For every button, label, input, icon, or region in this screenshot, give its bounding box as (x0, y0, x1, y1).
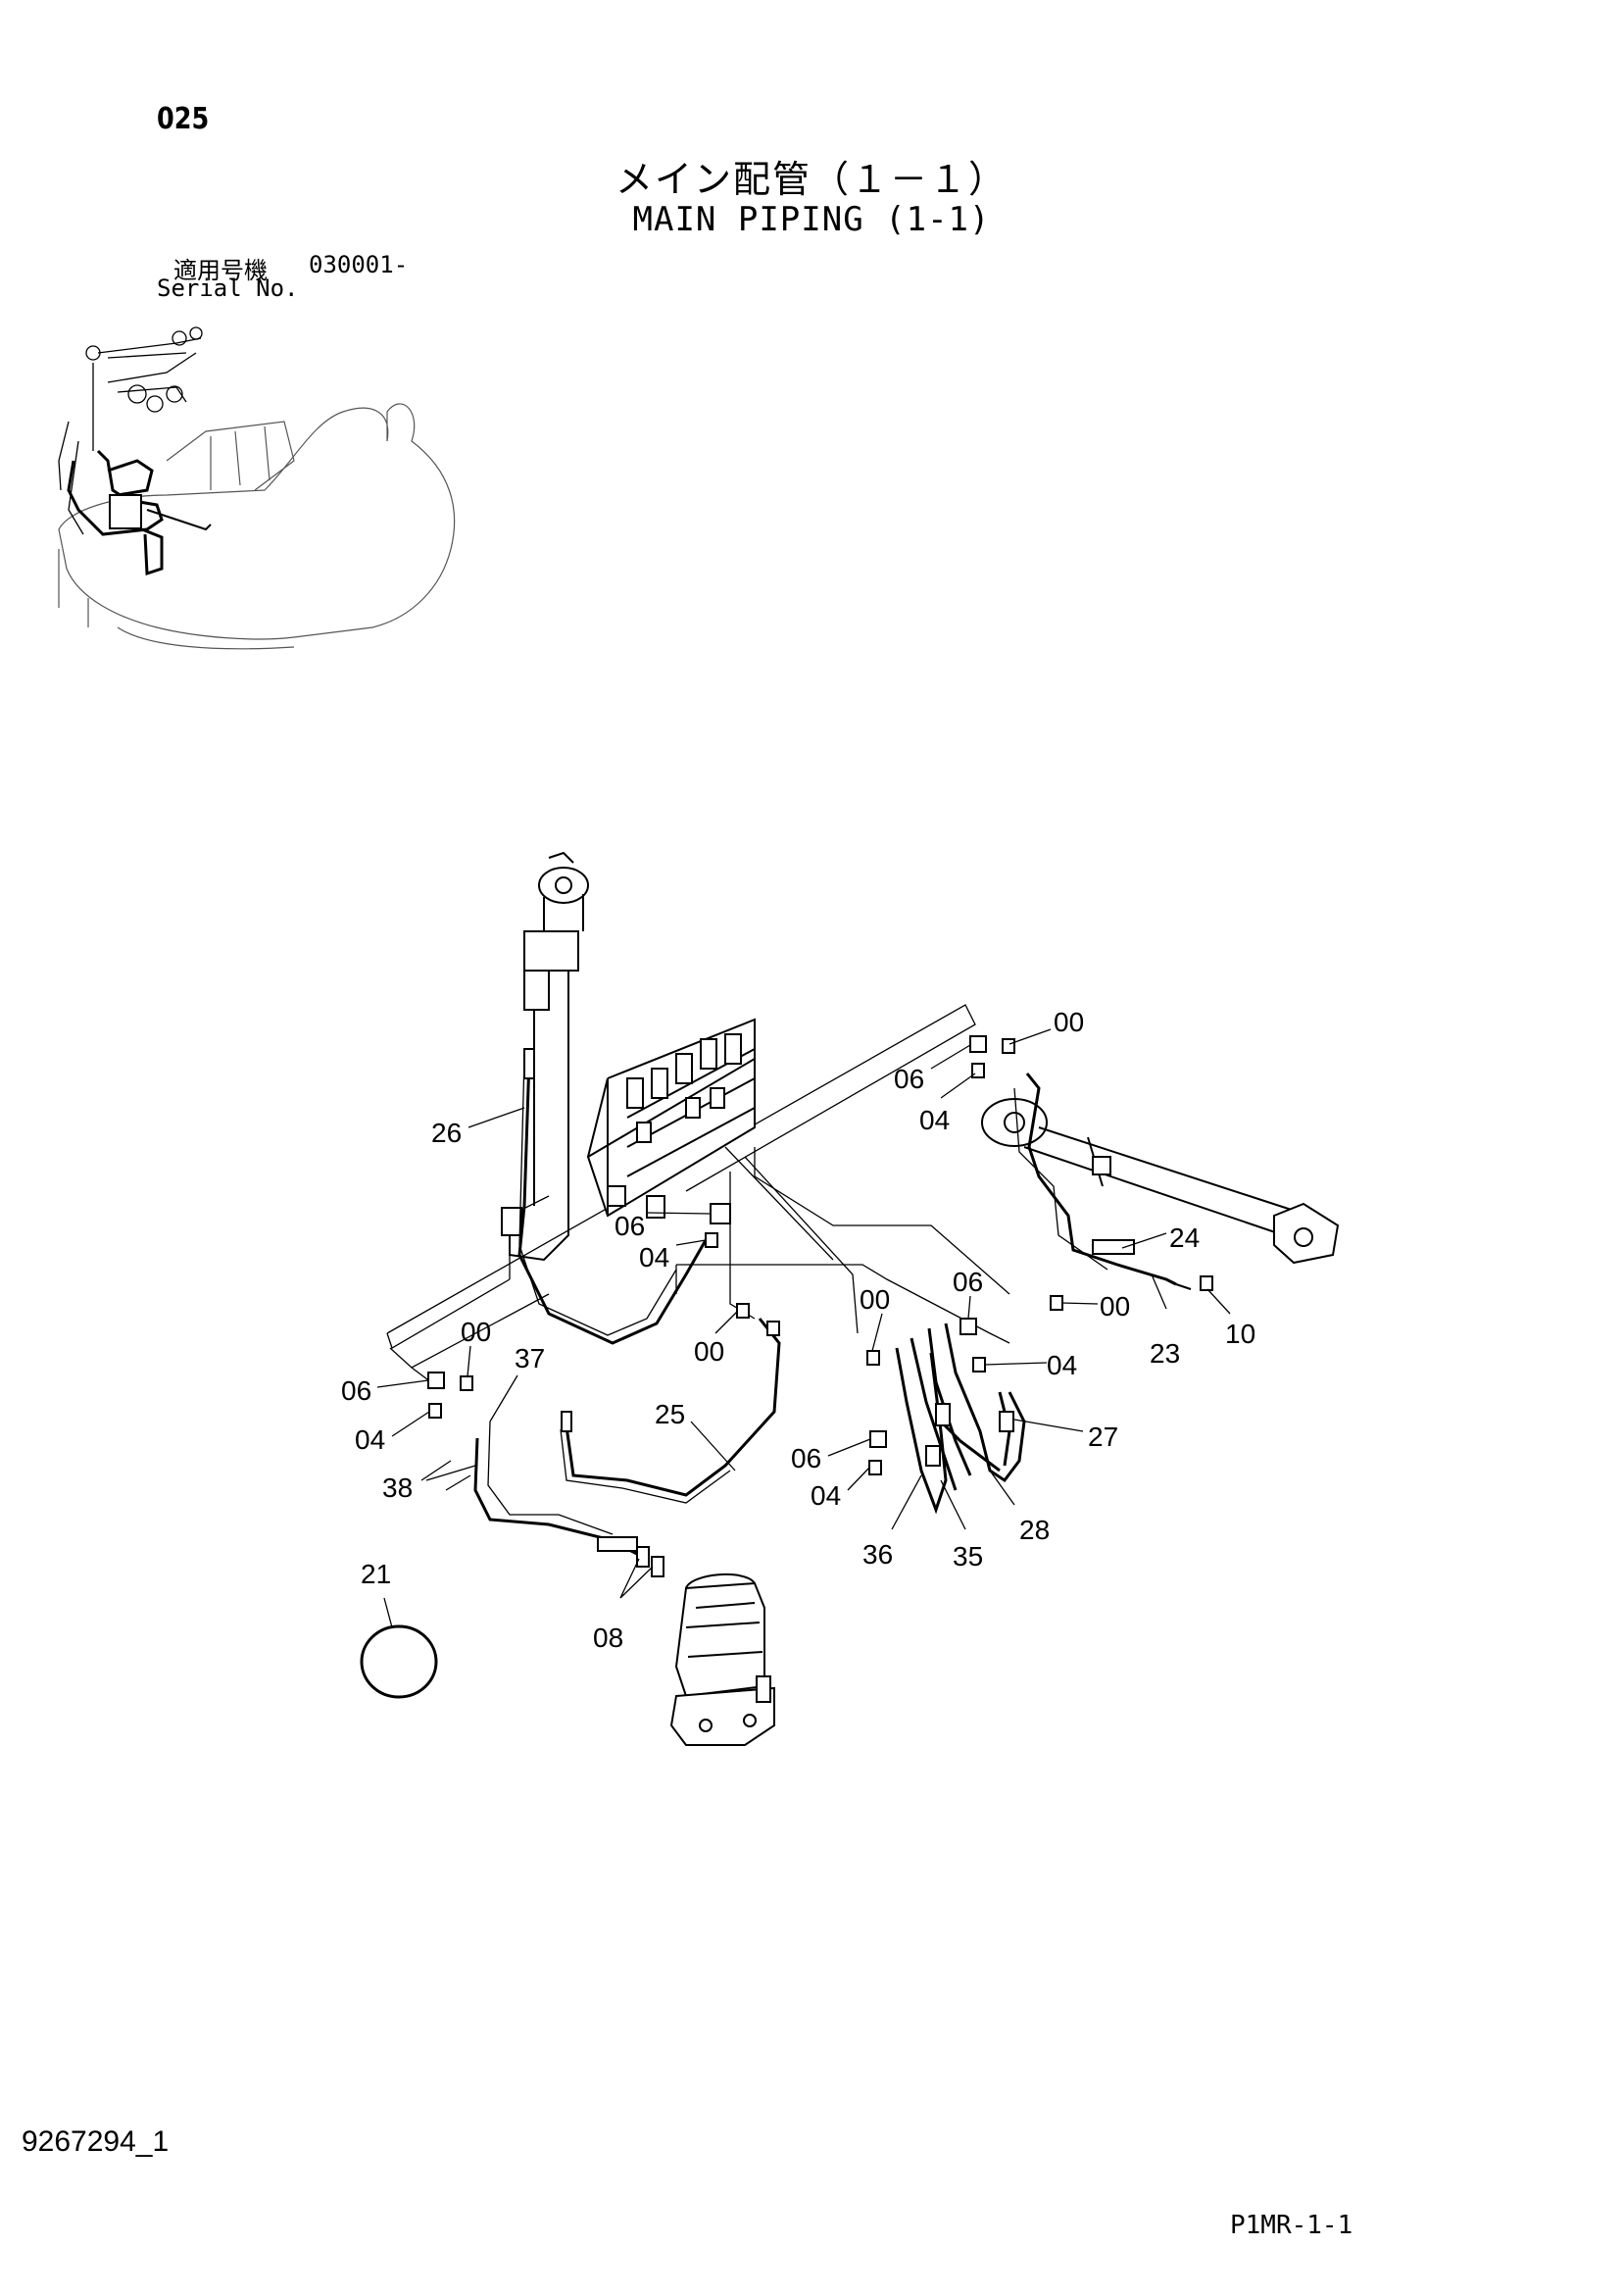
page-code: P1MR-1-1 (1230, 2211, 1353, 2240)
callout-04-e: 04 (811, 1480, 841, 1511)
callout-00-e: 00 (461, 1317, 491, 1347)
callout-24: 24 (1169, 1223, 1200, 1253)
fitting-10 (1200, 1275, 1213, 1291)
callout-36: 36 (862, 1539, 893, 1570)
callout-04-d: 04 (355, 1424, 385, 1455)
callout-08: 08 (593, 1622, 623, 1653)
callout-00-d: 00 (694, 1336, 724, 1367)
hoses (473, 1048, 1192, 1556)
callout-04-b: 04 (639, 1242, 669, 1273)
boom-cylinder (501, 851, 589, 1262)
callout-00-a: 00 (1054, 1007, 1084, 1037)
callout-04-a: 04 (919, 1105, 950, 1135)
hose-band (360, 1624, 438, 1699)
document-id: 9267294_1 (22, 2125, 170, 2158)
fitting-04-b (705, 1232, 718, 1248)
serial-number: 030001- (309, 251, 409, 278)
page-number: 025 (157, 102, 210, 136)
fitting-04-c (972, 1357, 986, 1373)
fitting-00-d (736, 1303, 750, 1319)
callout-25: 25 (655, 1399, 685, 1429)
callout-27: 27 (1088, 1422, 1118, 1452)
fitting-06-d (427, 1372, 445, 1389)
callout-00-b: 00 (1100, 1291, 1130, 1322)
callout-35: 35 (953, 1541, 983, 1572)
fitting-06-c (959, 1318, 977, 1335)
callout-38: 38 (382, 1472, 413, 1503)
fitting-00-a (1002, 1038, 1015, 1054)
control-valve (586, 1018, 756, 1219)
callout-21: 21 (361, 1559, 391, 1589)
swing-motor (669, 1572, 775, 1746)
fitting-08-a (636, 1546, 650, 1568)
callout-06-e: 06 (791, 1443, 821, 1473)
page-title-english: MAIN PIPING (1-1) (632, 200, 991, 239)
leader-lines (376, 1028, 1231, 1628)
fitting-04-e (868, 1460, 882, 1475)
fitting-00-c (866, 1350, 880, 1366)
callout-28: 28 (1019, 1515, 1050, 1545)
callout-26: 26 (431, 1118, 462, 1148)
callout-00-c: 00 (860, 1284, 890, 1315)
serial-label-english: Serial No. (157, 275, 299, 302)
callout-04-c: 04 (1047, 1350, 1077, 1380)
serial-label-japanese: 適用号機 (173, 257, 268, 284)
fitting-08-b (651, 1556, 664, 1577)
callout-23: 23 (1150, 1338, 1180, 1369)
arm-cylinder (981, 1098, 1340, 1265)
fitting-00-e (460, 1375, 473, 1391)
callout-10: 10 (1225, 1319, 1255, 1349)
callout-06-a: 06 (894, 1064, 924, 1094)
callout-06-c: 06 (953, 1267, 983, 1297)
callout-06-b: 06 (615, 1211, 645, 1241)
machine-locator-thumbnail (58, 326, 456, 650)
fitting-04-d (428, 1403, 442, 1419)
page-title-japanese: メイン配管（１－１） (615, 158, 1008, 201)
fitting-00-b (1050, 1295, 1063, 1311)
fitting-06-a (969, 1035, 987, 1053)
fitting-06-e (869, 1430, 887, 1448)
callout-37: 37 (515, 1343, 545, 1373)
callout-06-d: 06 (341, 1375, 371, 1406)
fitting-04-a (971, 1063, 985, 1078)
fitting-06-b (710, 1203, 731, 1224)
